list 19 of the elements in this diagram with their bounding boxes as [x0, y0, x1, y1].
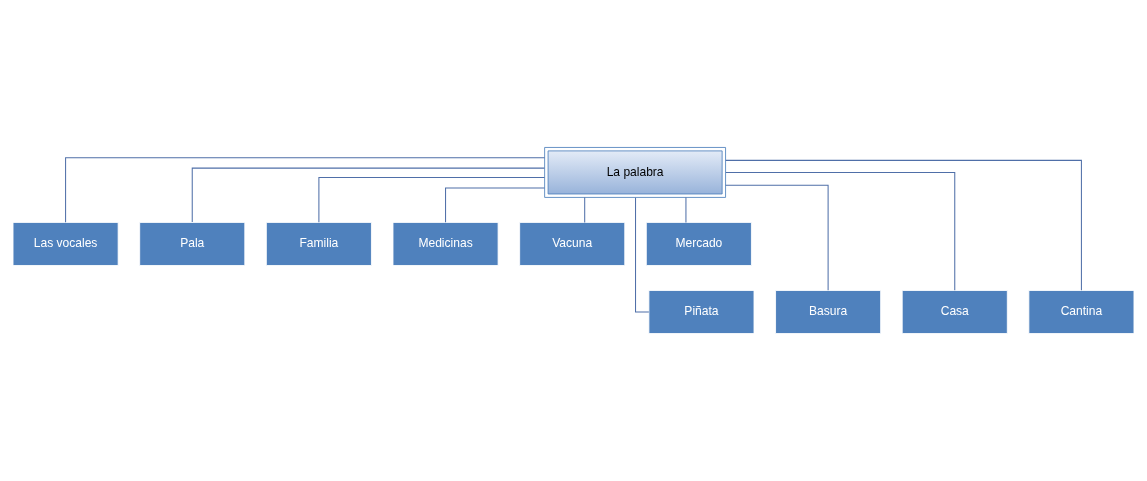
connector	[725, 171, 956, 291]
connector	[191, 167, 545, 223]
node-box: Mercado	[645, 222, 752, 266]
node-box: Casa	[901, 290, 1008, 334]
node-box: Cantina	[1028, 290, 1135, 334]
node-box: Vacuna	[519, 222, 626, 266]
node-box: Pala	[139, 222, 246, 266]
connector	[318, 177, 545, 223]
connector	[725, 184, 829, 291]
connector	[584, 196, 586, 223]
node-box: Familia	[265, 222, 372, 266]
connector	[65, 157, 546, 223]
connector	[725, 159, 1082, 291]
node-box: Medicinas	[392, 222, 499, 266]
connector	[685, 196, 687, 223]
node-box: Basura	[775, 290, 882, 334]
node-box: Las vocales	[12, 222, 119, 266]
connector	[445, 187, 545, 223]
node-box: Piñata	[648, 290, 755, 334]
